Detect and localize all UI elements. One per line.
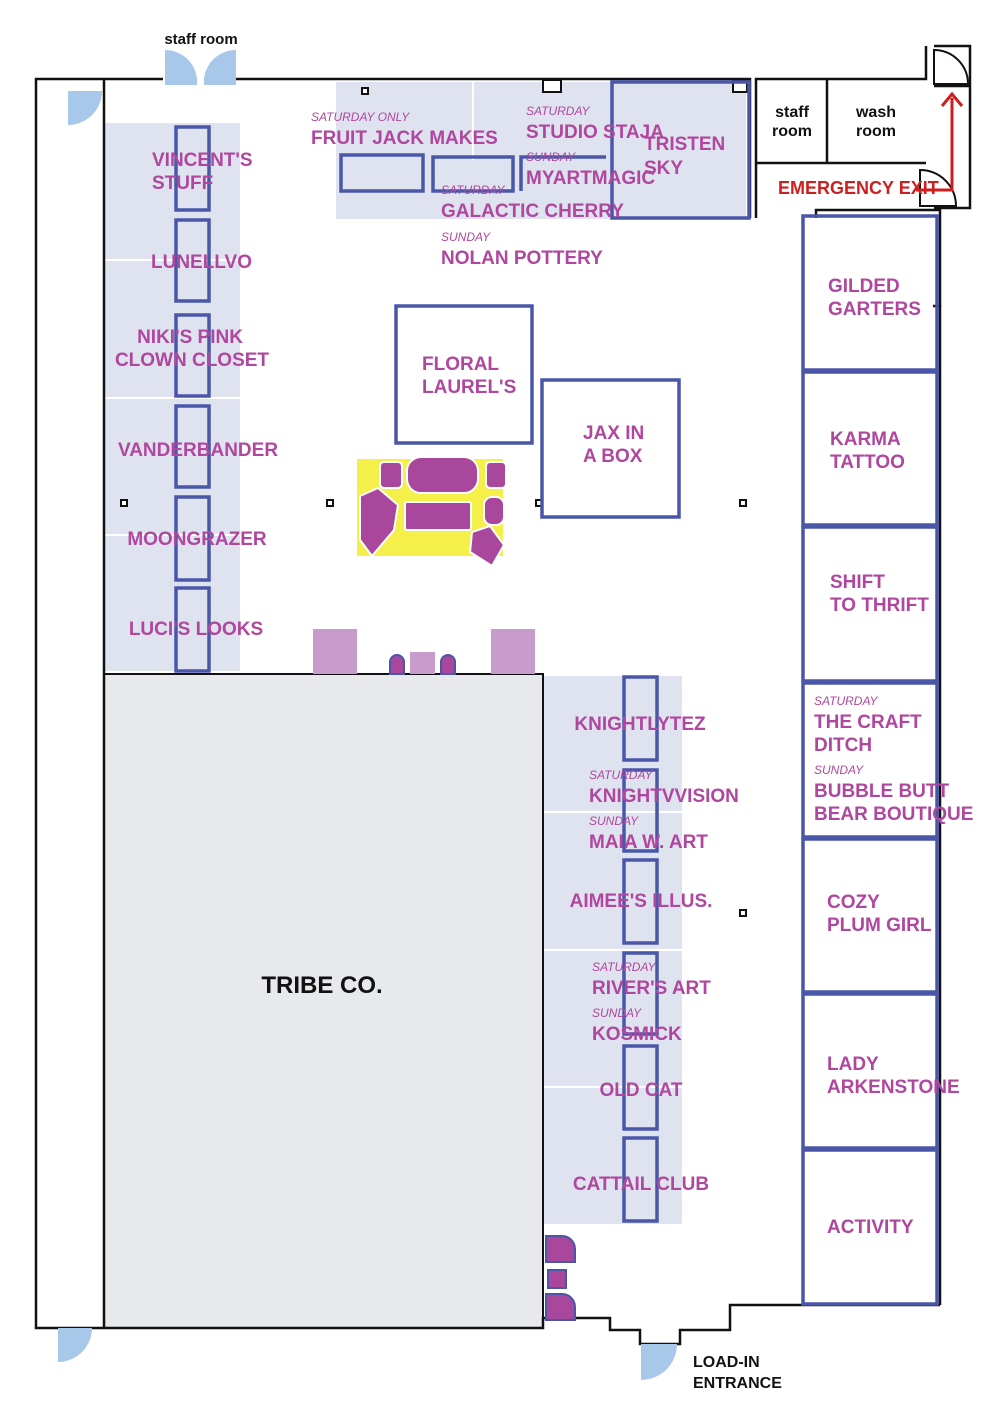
knightvvision-name[interactable]: KNIGHTVVISION (589, 786, 739, 807)
bubble-butt-day: SUNDAY (814, 763, 864, 777)
gilded-name-1[interactable]: GILDED (828, 276, 900, 297)
craft-ditch-day: SATURDAY (814, 694, 879, 708)
tristen-sky-name-1[interactable]: TRISTEN (644, 134, 725, 155)
fruit-jack-day: SATURDAY ONLY (311, 110, 410, 124)
vanderbander-name[interactable]: VANDERBANDER (118, 440, 278, 461)
bubble-butt-name-2[interactable]: BEAR BOUTIQUE (814, 804, 973, 825)
myartmagic-day: SUNDAY (526, 150, 576, 164)
floral-name-1[interactable]: FLORAL (422, 354, 499, 375)
vincents-name-2[interactable]: STUFF (152, 173, 213, 194)
tribe-co-label: TRIBE CO. (261, 972, 382, 999)
karma-name-2[interactable]: TATTOO (830, 452, 905, 473)
top-stall-zone (336, 82, 746, 219)
nikis-name-2[interactable]: CLOWN CLOSET (115, 350, 269, 371)
studio-staja-day: SATURDAY (526, 104, 591, 118)
fruit-jack-name[interactable]: FRUIT JACK MAKES (311, 128, 498, 149)
myartmagic-name[interactable]: MYARTMAGIC (526, 168, 655, 189)
rivers-day: SATURDAY (592, 960, 657, 974)
kosmick-name[interactable]: KOSMICK (592, 1024, 682, 1045)
vincents-name-1[interactable]: VINCENT'S (152, 150, 253, 171)
nolan-pottery-day: SUNDAY (441, 230, 491, 244)
staff-room-label-1: staff (775, 104, 809, 121)
nikis-name-1[interactable]: NIKI'S PINK (137, 327, 243, 348)
rivers-name[interactable]: RIVER'S ART (592, 978, 711, 999)
craft-ditch-name-2[interactable]: DITCH (814, 735, 872, 756)
load-in-label-1: LOAD-IN (693, 1354, 760, 1371)
nolan-pottery-name[interactable]: NOLAN POTTERY (441, 248, 603, 269)
floral-name-2[interactable]: LAUREL'S (422, 377, 516, 398)
craft-ditch-name-1[interactable]: THE CRAFT (814, 712, 922, 733)
lucis-name[interactable]: LUCI'S LOOKS (129, 619, 263, 640)
side-door-top[interactable] (68, 91, 102, 125)
tribe-co-room (103, 673, 544, 1329)
load-in-label-2: ENTRANCE (693, 1375, 782, 1392)
knightvvision-day: SATURDAY (589, 768, 654, 782)
maia-name[interactable]: MAIA W. ART (589, 832, 708, 853)
staff-room-label-2: room (772, 123, 812, 140)
side-door-bottom[interactable] (58, 1328, 92, 1362)
load-in-door[interactable] (641, 1344, 677, 1380)
bubble-butt-name-1[interactable]: BUBBLE BUTT (814, 781, 949, 802)
kosmick-day: SUNDAY (592, 1006, 642, 1020)
galactic-cherry-name[interactable]: GALACTIC CHERRY (441, 201, 624, 222)
lady-name-1[interactable]: LADY (827, 1054, 879, 1075)
jax-name-1[interactable]: JAX IN (583, 423, 644, 444)
wash-room-label-1: wash (855, 104, 896, 121)
maia-day: SUNDAY (589, 814, 639, 828)
galactic-cherry-day: SATURDAY (441, 183, 506, 197)
lounge-area (313, 456, 535, 675)
staff-door-left[interactable] (165, 49, 198, 85)
entrance-seating (545, 1235, 576, 1321)
cozy-name-2[interactable]: PLUM GIRL (827, 915, 932, 936)
tristen-sky-name-2[interactable]: SKY (644, 158, 683, 179)
doors (58, 49, 677, 1380)
staff-door-right[interactable] (203, 49, 236, 85)
old-cat-name[interactable]: OLD CAT (599, 1080, 682, 1101)
emergency-exit-label: EMERGENCY EXIT (778, 178, 939, 198)
aimees-name[interactable]: AIMEE'S ILLUS. (570, 891, 713, 912)
lady-name-2[interactable]: ARKENSTONE (827, 1077, 960, 1098)
shift-name-2[interactable]: TO THRIFT (830, 595, 929, 616)
exit-arrow-icon (916, 91, 964, 192)
shift-name-1[interactable]: SHIFT (830, 572, 885, 593)
knightlytez-name[interactable]: KNIGHTLYTEZ (574, 714, 706, 735)
activity-name[interactable]: ACTIVITY (827, 1217, 914, 1238)
pillars (120, 79, 748, 917)
moongrazer-name[interactable]: MOONGRAZER (127, 529, 267, 550)
gilded-name-2[interactable]: GARTERS (828, 299, 921, 320)
cozy-name-1[interactable]: COZY (827, 892, 880, 913)
wash-room-label-2: room (856, 123, 896, 140)
zone-dividers (104, 82, 682, 1088)
lunellvo-name[interactable]: LUNELLVO (151, 252, 252, 273)
jax-name-2[interactable]: A BOX (583, 446, 643, 467)
stall-outlines (174, 80, 939, 1306)
cattail-name[interactable]: CATTAIL CLUB (573, 1174, 709, 1195)
karma-name-1[interactable]: KARMA (830, 429, 901, 450)
emergency-doors (919, 48, 970, 207)
staff-room-top-label: staff room (164, 31, 237, 48)
studio-staja-name[interactable]: STUDIO STAJA (526, 122, 664, 143)
